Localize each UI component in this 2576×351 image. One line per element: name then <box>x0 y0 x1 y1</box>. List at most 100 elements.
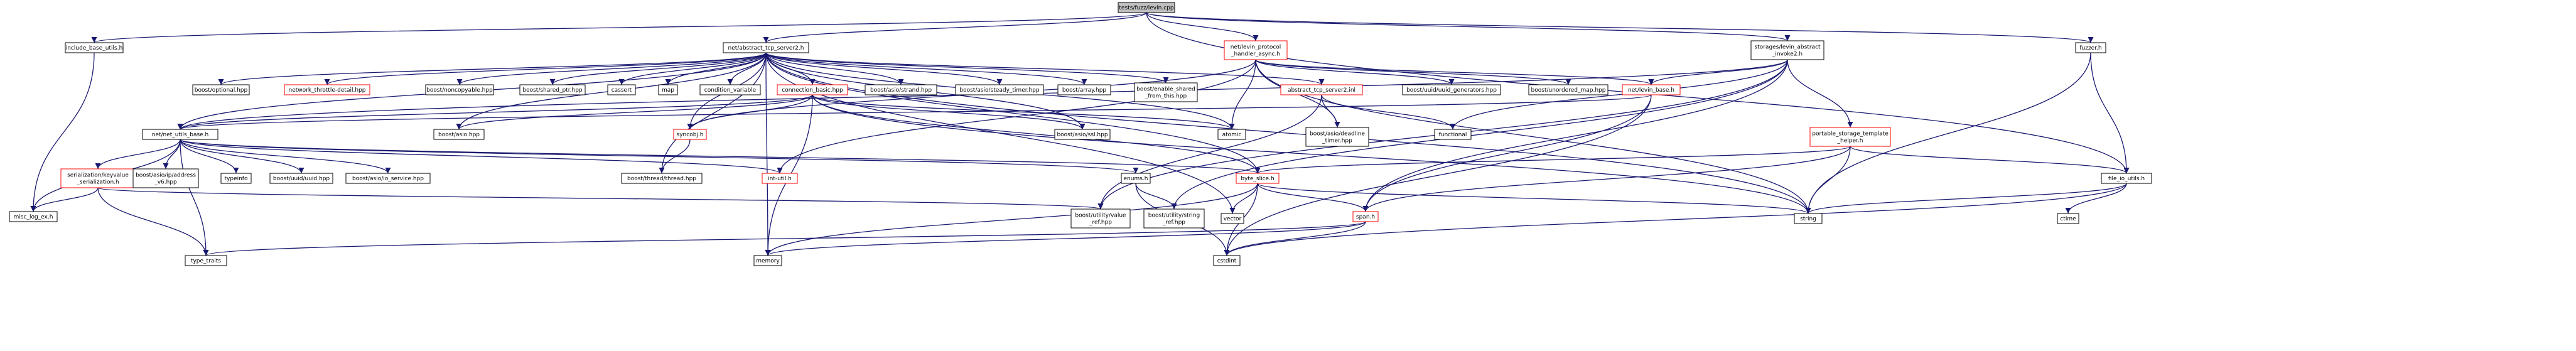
node-label: portable_storage_template <box>1812 131 1889 138</box>
edge-levin_base-to-net_utils_base <box>178 94 1652 130</box>
node-boost-asio-ssl: boost/asio/ssl.hpp <box>1054 129 1111 140</box>
node-box <box>284 84 370 95</box>
node-label: net/net_utils_base.h <box>152 132 209 138</box>
node-label: fuzzer.h <box>2079 45 2101 51</box>
edge-root-to-abstract_tcp_server2_h <box>763 12 1147 43</box>
edge-abstract_tcp_server2_h-to-boost_asio_strand <box>765 52 904 85</box>
node-functional: functional <box>1434 129 1472 140</box>
edge-enums_h-to-boost_utility_string_ref <box>1135 183 1177 210</box>
node-label: net/abstract_tcp_server2.h <box>728 45 804 51</box>
node-serialization-keyvalue[interactable]: serialization/keyvalue_serialization.h <box>60 168 136 188</box>
edge-abstract_tcp_server2_h-to-boost_optional <box>218 52 767 85</box>
edge-byte_slice-to-memory <box>765 183 1258 256</box>
node-label: _helper.h <box>1837 138 1863 144</box>
node-label: functional <box>1439 132 1467 138</box>
edge-net_utils_base-to-boost_asio_io_service <box>180 139 391 174</box>
edge-net_utils_base-to-int_util <box>180 139 783 174</box>
node-box <box>1134 82 1198 102</box>
node-box <box>1750 40 1824 60</box>
edge-levin_base-to-cstdint <box>1224 94 1652 256</box>
edge-root-to-levin_protocol_handler_async <box>1146 12 1259 41</box>
node-network-throttle-detail[interactable]: network_throttle-detail.hpp <box>284 84 370 95</box>
node-boost-asio-strand: boost/asio/strand.hpp <box>865 84 937 95</box>
node-label: boost/utility/string <box>1148 213 1200 219</box>
node-box <box>1305 127 1369 147</box>
node-box <box>658 84 678 95</box>
edges-layer <box>30 12 2130 256</box>
edge-fuzzer_h-to-file_io_utils <box>2090 52 2130 174</box>
edge-serialization_keyvalue-to-type_traits <box>97 187 209 256</box>
node-abstract-tcp-server2-inl[interactable]: abstract_tcp_server2.inl <box>1280 84 1363 95</box>
node-cstdint: cstdint <box>1213 255 1241 266</box>
edge-span_h-to-memory <box>765 221 1366 256</box>
edge-connection_basic-to-byte_slice <box>812 94 1261 174</box>
node-label: map <box>662 87 674 94</box>
node-span-h[interactable]: span.h <box>1352 211 1379 222</box>
edge-net_utils_base-to-typeinfo <box>180 139 239 174</box>
edge-byte_slice-to-span_h <box>1257 183 1369 212</box>
node-connection-basic[interactable]: connection_basic.hpp <box>777 84 848 95</box>
edge-portable_storage_template-to-span_h <box>1362 146 1851 212</box>
edge-connection_basic-to-syncobj <box>687 94 813 130</box>
node-label: serialization/keyvalue <box>67 173 129 179</box>
edge-net_utils_base-to-type_traits <box>180 139 209 256</box>
node-boost-optional: boost/optional.hpp <box>192 84 250 95</box>
edge-abstract_tcp_server2_h-to-boost_enable_shared <box>765 52 1169 84</box>
node-misc-log-ex: misc_log_ex.h <box>9 211 58 222</box>
node-box <box>699 84 761 95</box>
node-syncobj[interactable]: syncobj.h <box>673 129 707 140</box>
node-box <box>185 255 227 266</box>
node-boost-thread-thread: boost/thread/thread.hpp <box>621 173 703 184</box>
node-label: syncobj.h <box>677 132 704 138</box>
node-label: storages/levin_abstract <box>1754 45 1821 51</box>
edge-span_h-to-type_traits <box>203 221 1366 256</box>
node-boost-asio-io-service: boost/asio/io_service.hpp <box>345 173 431 184</box>
node-box <box>1352 211 1379 222</box>
edge-abstract_tcp_server2_h-to-boost_shared_ptr <box>549 52 767 85</box>
node-box <box>519 84 586 95</box>
node-label: enums.h <box>1124 176 1148 182</box>
edge-include_base_utils-to-misc_log_ex <box>30 52 95 212</box>
node-box <box>865 84 937 95</box>
node-box <box>142 129 218 140</box>
edge-abstract_tcp_server2_h-to-memory <box>765 52 771 256</box>
node-label: boost/asio/steady_timer.hpp <box>959 87 1040 94</box>
node-include-base-utils: include_base_utils.h <box>65 42 124 53</box>
edge-portable_storage_template-to-string <box>1805 146 1851 214</box>
node-map: map <box>658 84 678 95</box>
node-label: boost/uuid/uuid.hpp <box>273 176 330 182</box>
node-box <box>220 173 252 184</box>
node-label: atomic <box>1222 132 1242 138</box>
node-label: boost/utility/value <box>1075 213 1126 219</box>
node-label: _serialization.h <box>76 180 119 186</box>
node-boost-uuid-generators: boost/uuid/uuid_generators.hpp <box>1402 84 1501 95</box>
node-label: boost/asio/strand.hpp <box>870 87 932 94</box>
edge-abstract_tcp_server2_inl-to-functional <box>1321 94 1456 130</box>
node-levin-base[interactable]: net/levin_base.h <box>1622 84 1681 95</box>
node-box <box>1054 129 1111 140</box>
node-string: string <box>1794 213 1823 224</box>
node-box <box>2101 173 2152 184</box>
node-typeinfo: typeinfo <box>220 173 252 184</box>
node-byte-slice[interactable]: byte_slice.h <box>1236 173 1280 184</box>
node-box <box>762 173 798 184</box>
edge-levin_base-to-span_h <box>1362 94 1652 212</box>
node-label: boost/noncopyable.hpp <box>426 87 493 94</box>
edge-file_io_utils-to-string <box>1805 183 2127 214</box>
node-type-traits: type_traits <box>185 255 227 266</box>
node-label: int-util.h <box>768 176 792 182</box>
edge-connection_basic-to-atomic <box>812 94 1235 130</box>
node-box <box>1528 84 1609 95</box>
edge-root-to-fuzzer_h <box>1146 12 2093 43</box>
node-label: boost/enable_shared <box>1136 87 1195 93</box>
node-int-util[interactable]: int-util.h <box>762 173 798 184</box>
edge-abstract_tcp_server2_h-to-boost_array <box>765 52 1087 85</box>
edge-abstract_tcp_server2_h-to-boost_asio_steady_timer <box>765 52 1003 85</box>
node-box <box>955 84 1044 95</box>
edge-abstract_tcp_server2_h-to-cassert <box>618 52 767 85</box>
node-boost-utility-string-ref: boost/utility/string_ref.hpp <box>1143 208 1205 229</box>
node-portable-storage-template[interactable]: portable_storage_template_helper.h <box>1809 127 1891 147</box>
edge-abstract_tcp_server2_h-to-abstract_tcp_server2_inl <box>765 52 1325 85</box>
node-levin-protocol-handler-async[interactable]: net/levin_protocol_handler_async.h <box>1224 40 1288 60</box>
node-box <box>1434 129 1472 140</box>
